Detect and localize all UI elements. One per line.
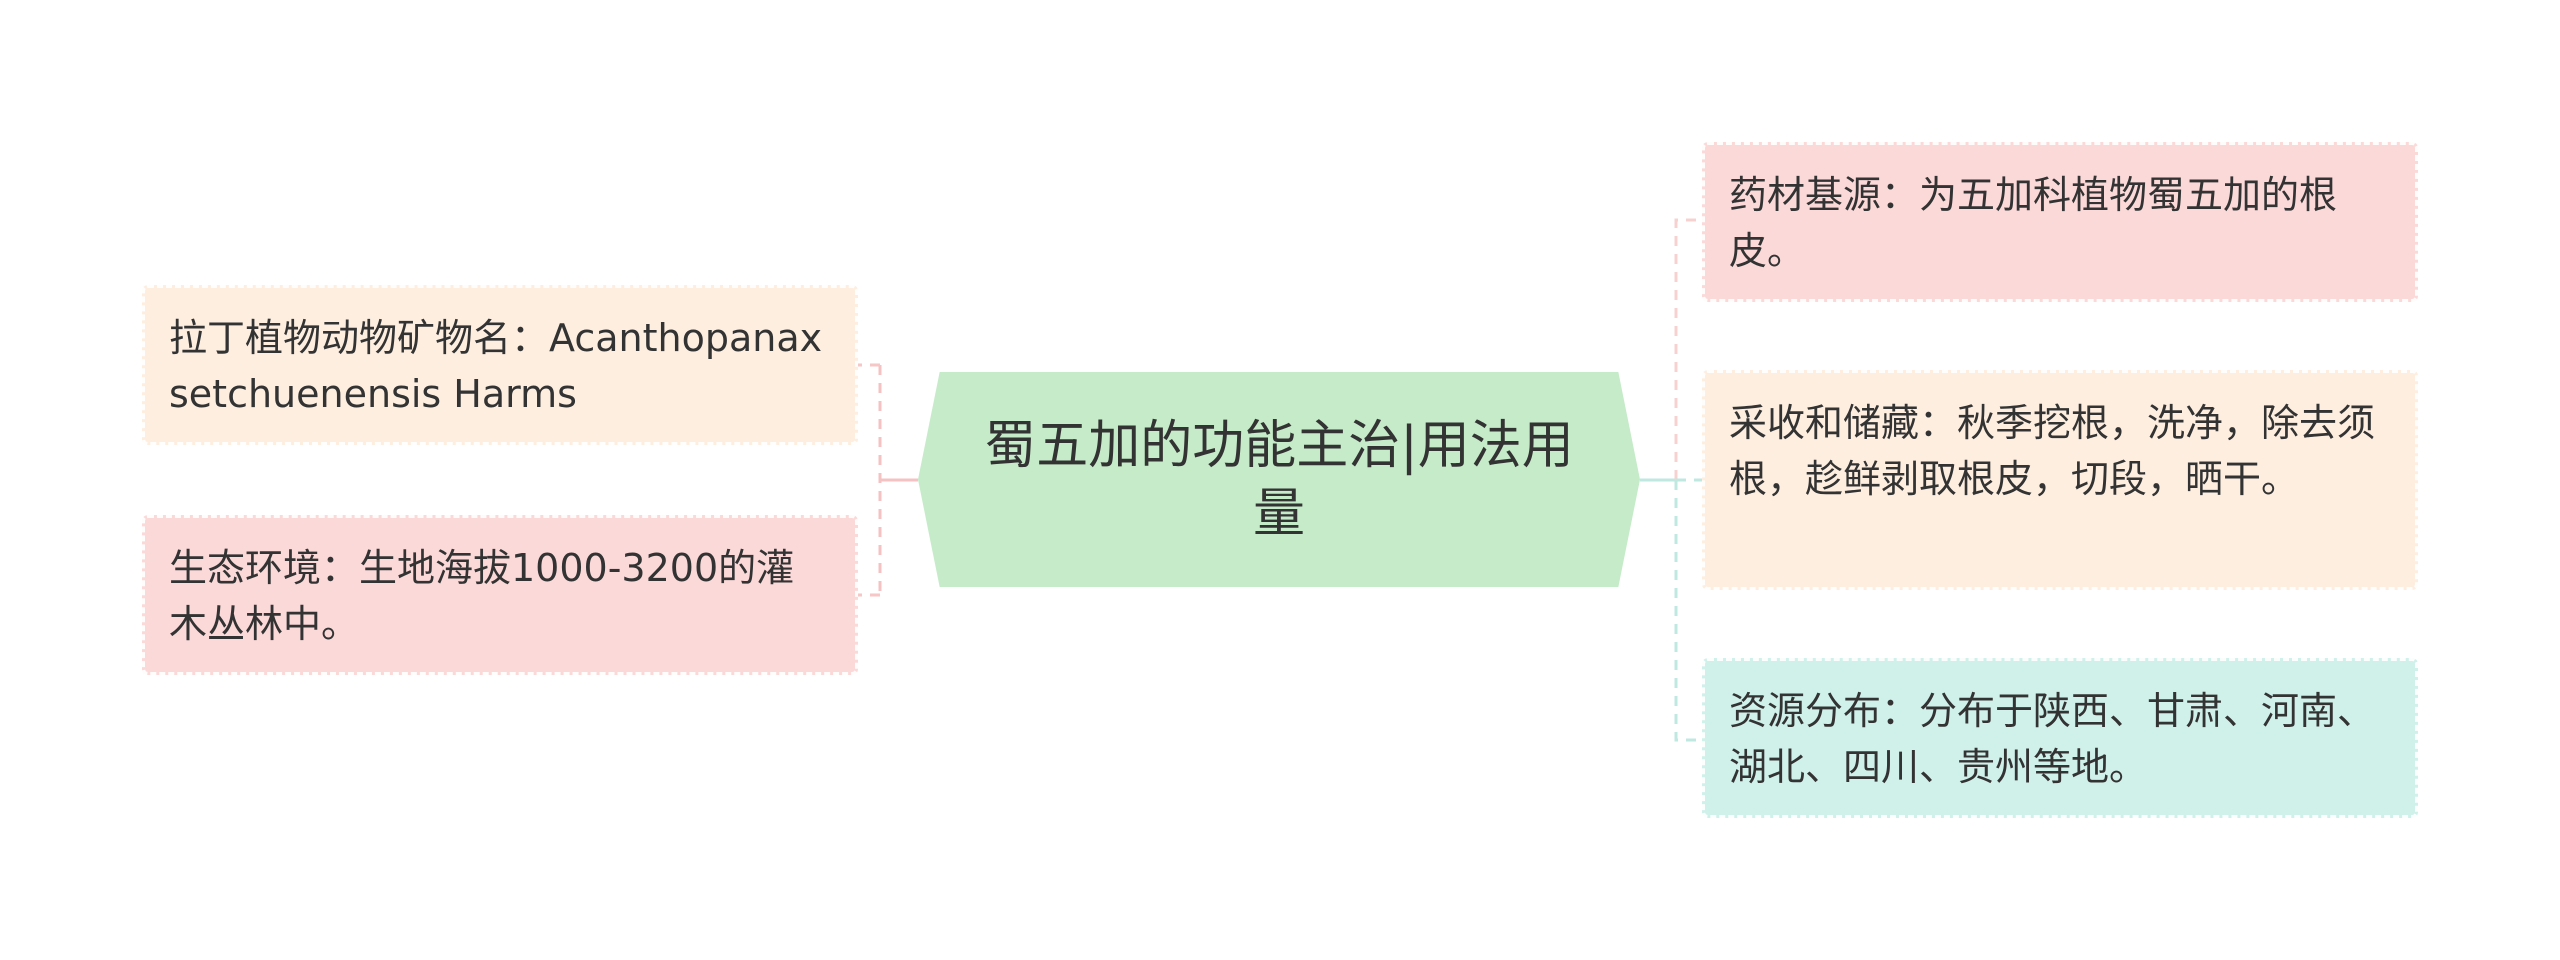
right-topic-distribution[interactable]: 资源分布：分布于陕西、甘肃、河南、湖北、四川、贵州等地。 [1702, 658, 2418, 818]
center-topic-label: 蜀五加的功能主治|用法用量 [984, 415, 1574, 544]
right-topic-harvest[interactable]: 采收和储藏：秋季挖根，洗净，除去须根，趁鲜剥取根皮，切段，晒干。 [1702, 370, 2418, 590]
left-topic-latin-name-label: 拉丁植物动物矿物名：Acanthopanax setchuenensis Har… [169, 316, 823, 416]
right-topic-harvest-label: 采收和储藏：秋季挖根，洗净，除去须根，趁鲜剥取根皮，切段，晒干。 [1729, 401, 2376, 501]
left-topic-habitat-label: 生态环境：生地海拔1000-3200的灌木丛林中。 [169, 546, 795, 646]
right-topic-distribution-label: 资源分布：分布于陕西、甘肃、河南、湖北、四川、贵州等地。 [1729, 689, 2376, 789]
center-topic[interactable]: 蜀五加的功能主治|用法用量 [918, 372, 1640, 587]
connector-right-bracket-top [1674, 218, 1702, 480]
left-topic-latin-name[interactable]: 拉丁植物动物矿物名：Acanthopanax setchuenensis Har… [142, 285, 858, 445]
right-topic-source[interactable]: 药材基源：为五加科植物蜀五加的根皮。 [1702, 142, 2418, 302]
connector-right-bracket-bottom [1674, 480, 1702, 742]
left-topic-habitat[interactable]: 生态环境：生地海拔1000-3200的灌木丛林中。 [142, 515, 858, 675]
right-topic-source-label: 药材基源：为五加科植物蜀五加的根皮。 [1729, 173, 2338, 273]
